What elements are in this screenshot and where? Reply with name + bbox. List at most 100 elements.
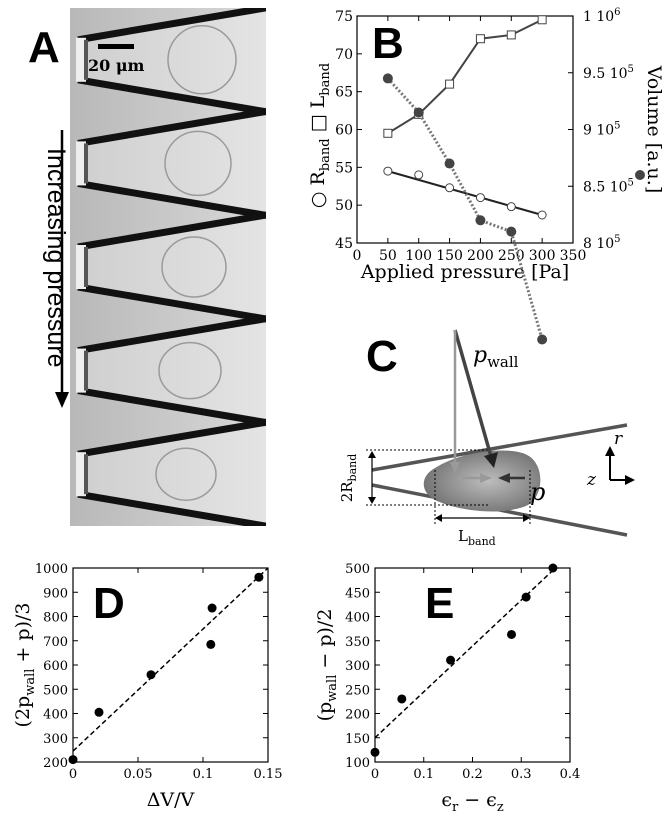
fit-line bbox=[72, 567, 269, 752]
y-tick-label-left: 55 bbox=[335, 160, 353, 176]
y-tick-label: 600 bbox=[43, 659, 68, 674]
x-tick-label: 0 bbox=[353, 248, 362, 264]
y-tick-label: 1000 bbox=[35, 562, 68, 577]
y-tick-label: 250 bbox=[345, 683, 370, 698]
x-tick-label: 100 bbox=[405, 248, 432, 264]
data-point-volume bbox=[444, 158, 455, 169]
p-wall-arrowhead-light bbox=[450, 462, 460, 474]
x-tick-label: 0.4 bbox=[560, 767, 581, 782]
y-axis-label-right-marker bbox=[635, 170, 645, 180]
y-tick-label: 300 bbox=[43, 732, 68, 747]
data-point bbox=[68, 755, 78, 765]
axis-z-head bbox=[625, 475, 635, 485]
label-r: r bbox=[614, 429, 623, 449]
pipette-wall-bottom bbox=[77, 283, 266, 323]
pipette-tip bbox=[76, 141, 86, 186]
y-tick-label-right: 9 105 bbox=[583, 121, 621, 139]
y-tick-label: 150 bbox=[345, 732, 370, 747]
x-axis-label: ΔV/V bbox=[147, 789, 195, 811]
axis-r-head bbox=[605, 446, 615, 456]
micrograph-frame bbox=[76, 8, 266, 116]
micrograph-frames bbox=[70, 8, 266, 526]
y-tick-label: 400 bbox=[43, 708, 68, 723]
label-p-wall: pwall bbox=[473, 343, 519, 371]
y-tick-label: 500 bbox=[345, 562, 370, 577]
pipette-wall-top bbox=[77, 211, 266, 251]
scale-bar-label: 20 μm bbox=[88, 56, 145, 75]
pipette-tip bbox=[76, 348, 86, 393]
pipette-tip-edge bbox=[84, 247, 88, 287]
y-axis-label-left: ○ Rband □ Lband bbox=[307, 63, 333, 208]
pipette-wall-top bbox=[77, 418, 266, 458]
x-tick-label: 0 bbox=[69, 767, 77, 782]
cell-outline bbox=[155, 447, 217, 501]
cell-outline bbox=[167, 25, 237, 95]
panel-letter-b: B bbox=[372, 19, 404, 68]
label-2r: 2Rband bbox=[338, 454, 359, 503]
pipette-interior bbox=[78, 11, 266, 108]
data-point bbox=[94, 707, 104, 717]
y-tick-label: 100 bbox=[345, 756, 370, 771]
y-tick-label: 400 bbox=[345, 611, 370, 626]
y-tick-label: 500 bbox=[43, 683, 68, 698]
x-tick-label: 0.1 bbox=[413, 767, 434, 782]
panel-letter-d: D bbox=[93, 579, 125, 628]
panel-letter-a: A bbox=[28, 23, 60, 72]
data-point bbox=[146, 670, 156, 680]
data-point-volume bbox=[506, 226, 517, 237]
x-axis-label: Applied pressure [Pa] bbox=[360, 261, 569, 283]
data-point bbox=[446, 655, 456, 665]
data-point bbox=[397, 694, 407, 704]
data-point-l-band bbox=[383, 128, 393, 138]
pipette-wall-bottom bbox=[77, 76, 266, 116]
p-arrowhead-light bbox=[480, 473, 492, 483]
y-tick-label-right: 8.5 105 bbox=[583, 177, 634, 195]
dim-l-arrow-right bbox=[523, 514, 530, 522]
plot-frame bbox=[374, 567, 571, 763]
data-point-r-band bbox=[414, 170, 424, 180]
y-tick-label-left: 45 bbox=[335, 236, 353, 252]
data-point-r-band bbox=[383, 166, 393, 176]
pipette-tip-edge bbox=[84, 143, 88, 184]
micrograph-frame bbox=[76, 418, 266, 526]
x-tick-label: 200 bbox=[467, 248, 494, 264]
fit-line-r-band bbox=[387, 170, 543, 216]
data-point-volume bbox=[537, 334, 548, 345]
pipette-wall-top bbox=[77, 107, 266, 147]
label-l: Lband bbox=[458, 527, 496, 548]
series-line-volume bbox=[386, 77, 544, 340]
cell-outline bbox=[158, 341, 222, 400]
x-tick-label: 50 bbox=[379, 248, 397, 264]
x-tick-label: 300 bbox=[529, 248, 556, 264]
y-tick-label: 700 bbox=[43, 635, 68, 650]
micrograph-frame bbox=[76, 211, 266, 323]
diagram-c: 2Rband Lband pwall p r z bbox=[338, 329, 635, 548]
label-z: z bbox=[586, 470, 597, 490]
x-tick-label: 0.3 bbox=[511, 767, 532, 782]
y-tick-label-left: 70 bbox=[335, 47, 353, 63]
y-axis-label: (2pwall + p)/3 bbox=[12, 603, 38, 728]
x-tick-label: 0.05 bbox=[124, 767, 153, 782]
data-point bbox=[207, 603, 217, 613]
data-point bbox=[206, 639, 216, 649]
data-point bbox=[548, 563, 558, 573]
scale-bar bbox=[98, 44, 134, 49]
pipette-wall-bottom bbox=[77, 387, 266, 427]
cell-outline bbox=[164, 130, 232, 197]
x-tick-label: 0.2 bbox=[462, 767, 483, 782]
y-tick-label-left: 75 bbox=[335, 9, 353, 25]
y-tick-label-right: 8 105 bbox=[583, 234, 621, 252]
p-wall-arrowhead bbox=[484, 452, 498, 468]
pipette-tip-edge bbox=[84, 454, 88, 495]
panel-letter-e: E bbox=[425, 579, 455, 628]
micrograph-strip bbox=[70, 8, 266, 526]
y-axis-label: (pwall − p)/2 bbox=[314, 609, 340, 722]
data-point-l-band bbox=[506, 30, 516, 40]
y-tick-label: 200 bbox=[345, 708, 370, 723]
p-arrowhead-dark bbox=[498, 473, 510, 483]
y-tick-label-right: 9.5 105 bbox=[583, 64, 634, 82]
panel-a: A 20 μm Increasing pressure bbox=[0, 0, 300, 530]
pressure-arrow bbox=[55, 130, 69, 408]
x-tick-label: 350 bbox=[560, 248, 587, 264]
